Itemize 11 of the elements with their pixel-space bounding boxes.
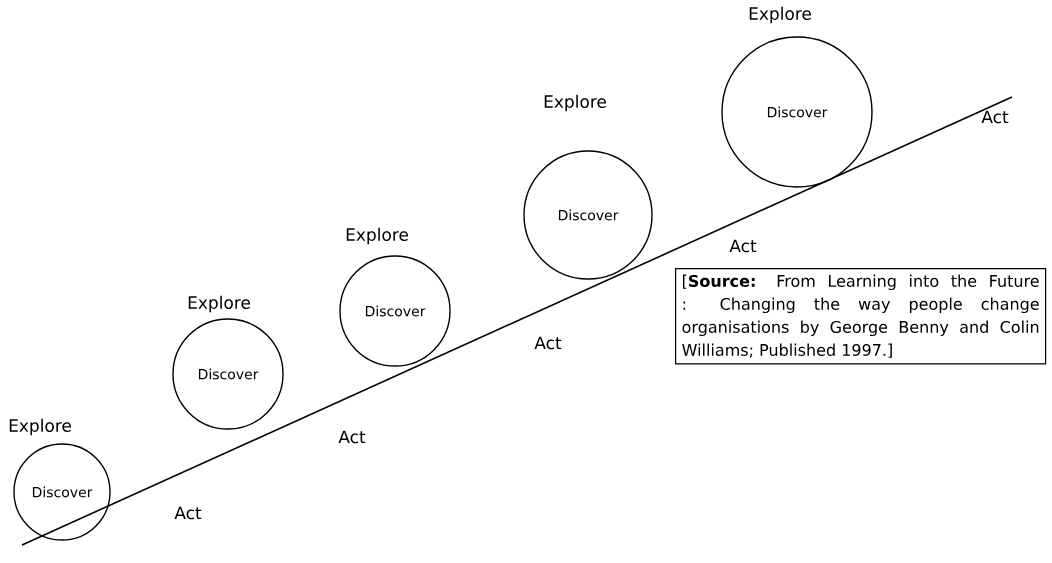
- act-label: Act: [174, 506, 202, 520]
- circle-heading: Explore: [9, 418, 71, 436]
- circle-heading: Explore: [749, 6, 812, 24]
- act-label: Act: [338, 430, 366, 444]
- circle-heading: Explore: [544, 94, 606, 112]
- circle-heading: Explore: [188, 295, 250, 313]
- act-label: Act: [534, 336, 562, 350]
- circle-heading: Explore: [346, 227, 408, 245]
- act-label: Act: [981, 110, 1009, 124]
- act-label: Act: [729, 239, 757, 253]
- source-note: [Source: From Learning into the Future : Changing the way people change organisations by George Benny and Colin Williams; Published 1997.]: [675, 268, 1047, 365]
